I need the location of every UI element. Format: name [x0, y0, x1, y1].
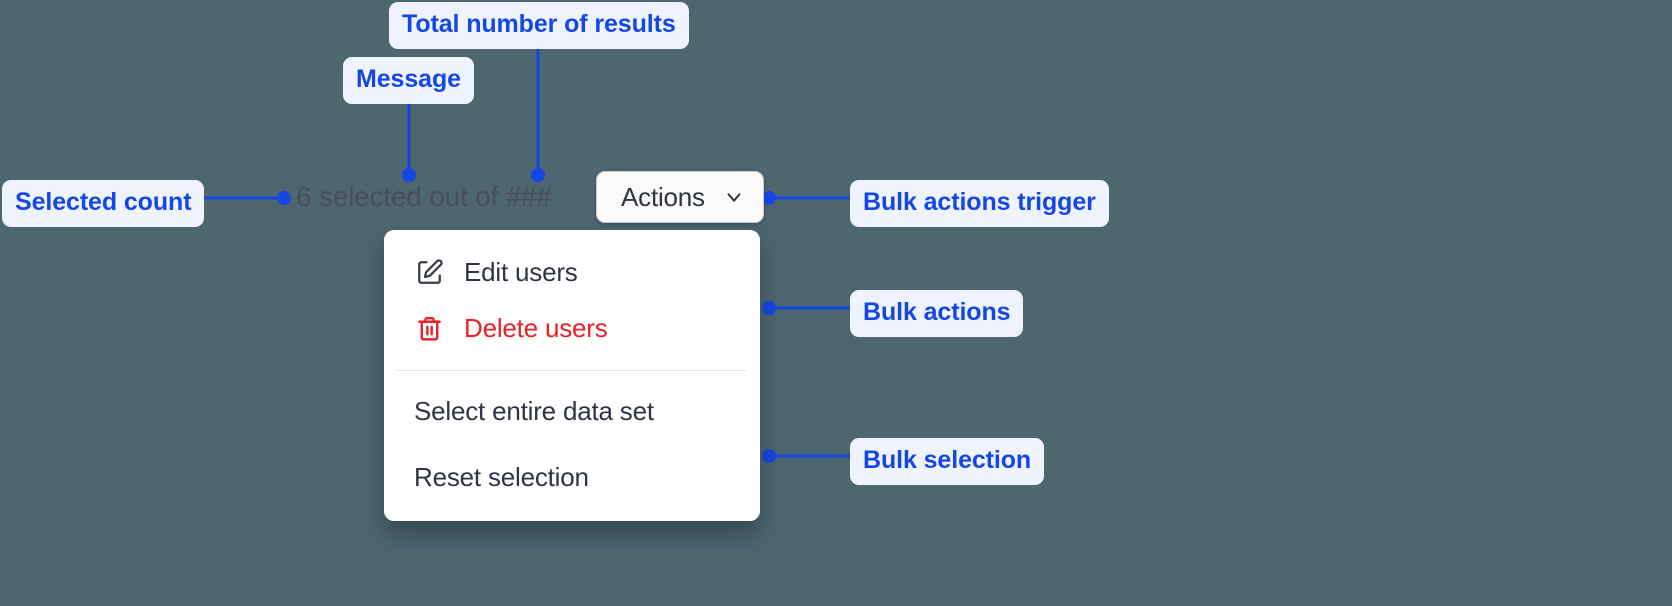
selected-count-message: 6 selected out of ###: [296, 181, 552, 212]
menu-spacer: [384, 439, 760, 449]
menu-item-reset-selection-label: Reset selection: [414, 462, 589, 492]
menu-item-edit-users-label: Edit users: [464, 257, 578, 287]
menu-item-edit-users[interactable]: Edit users: [384, 244, 760, 300]
annotation-bulk-actions-trigger: Bulk actions trigger: [850, 180, 1109, 227]
bulk-actions-trigger-label: Actions: [621, 182, 705, 212]
menu-divider: [396, 370, 746, 371]
annotation-bulk-selection: Bulk selection: [850, 438, 1045, 485]
trash-icon: [414, 313, 444, 343]
annotation-total-number-of-results: Total number of results: [389, 2, 689, 49]
annotation-bulk-actions: Bulk actions: [850, 290, 1024, 337]
edit-pencil-square-icon: [414, 257, 444, 287]
annotation-message: Message: [343, 57, 474, 104]
bulk-actions-trigger-button[interactable]: Actions: [596, 171, 764, 223]
annotation-selected-count: Selected count: [2, 180, 205, 227]
menu-item-delete-users-label: Delete users: [464, 313, 608, 343]
menu-item-select-entire-data-set-label: Select entire data set: [414, 396, 654, 426]
chevron-down-icon: [723, 186, 745, 208]
menu-item-delete-users[interactable]: Delete users: [384, 300, 760, 356]
menu-item-select-entire-data-set[interactable]: Select entire data set: [384, 383, 760, 439]
bulk-actions-menu: Edit users Delete users Select entire da…: [384, 230, 760, 521]
menu-item-reset-selection[interactable]: Reset selection: [384, 449, 760, 505]
